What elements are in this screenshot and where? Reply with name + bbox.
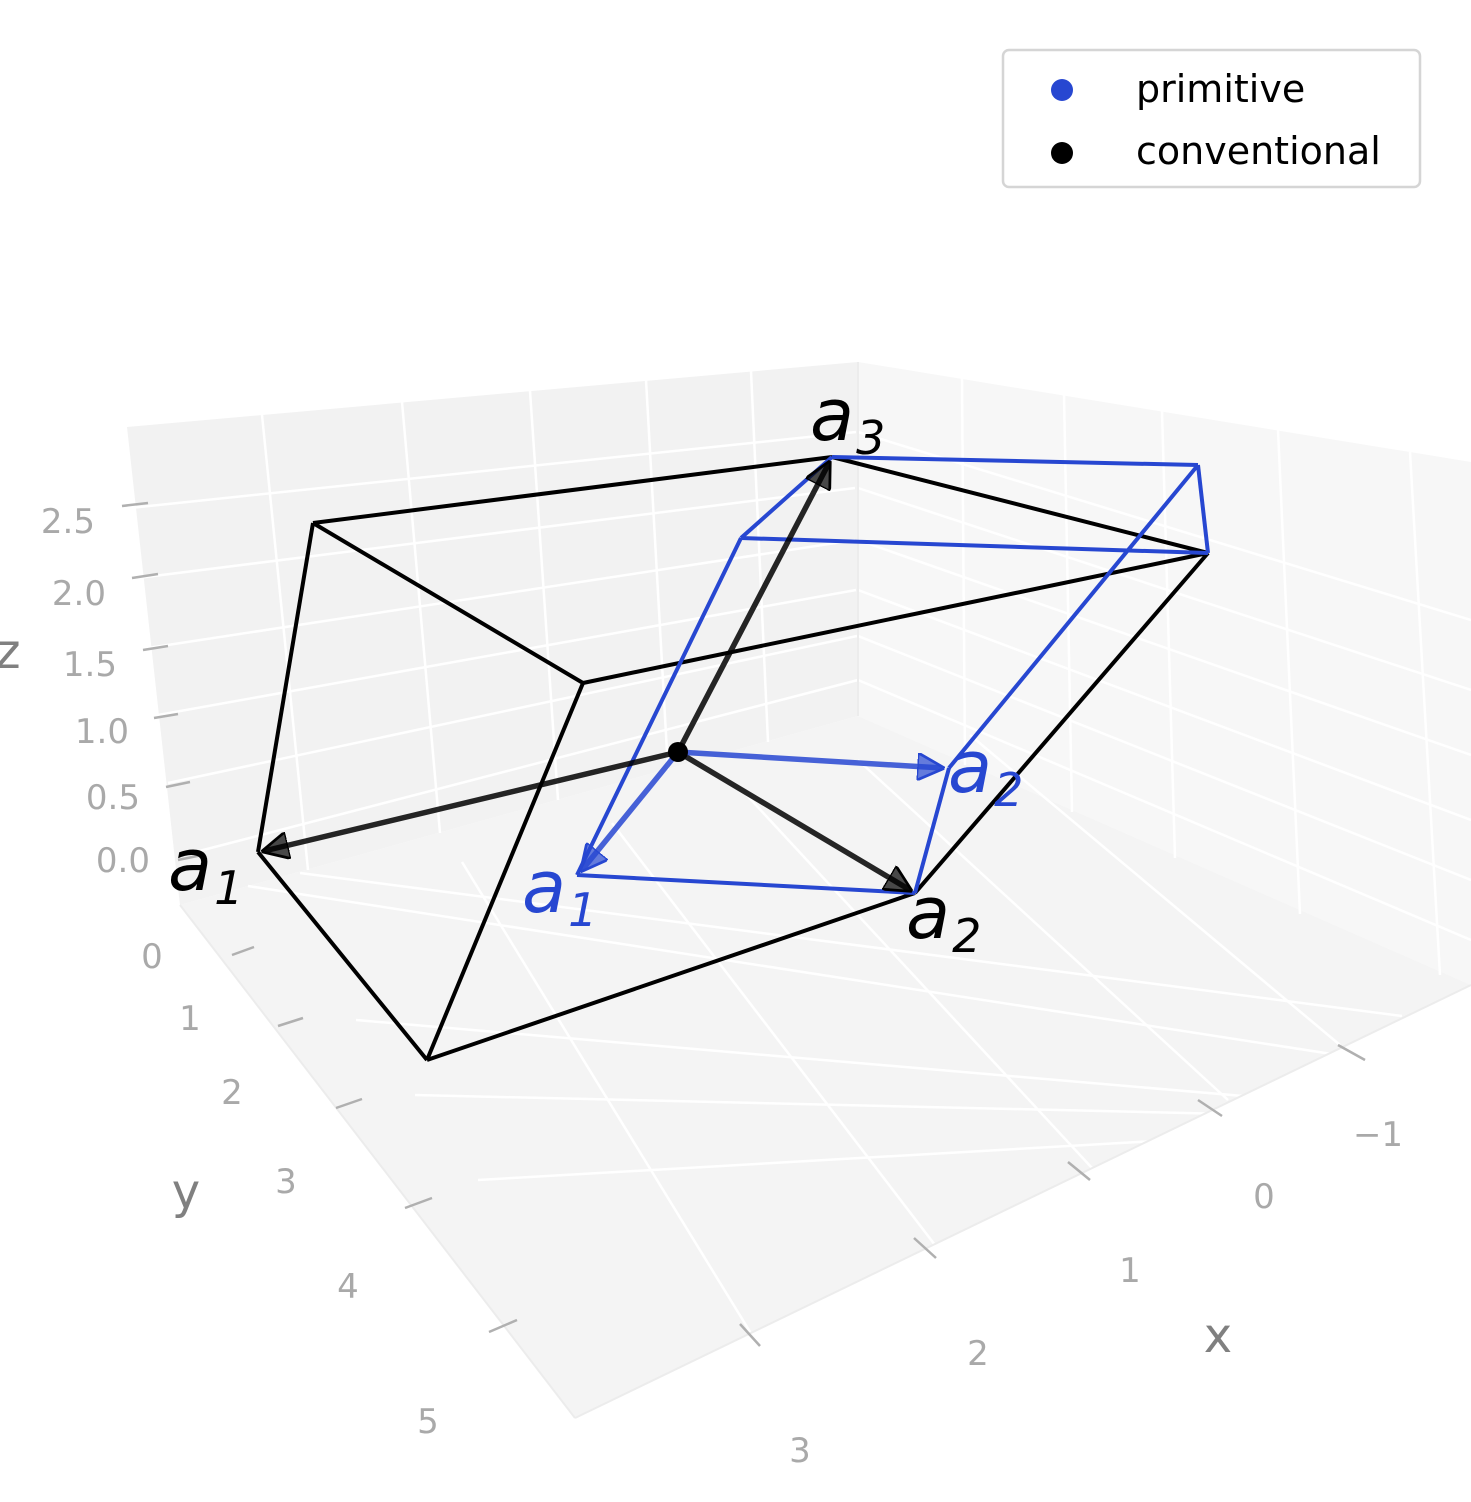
y-axis-label: y [172,1164,200,1220]
back-right-pane [858,362,1471,985]
grid-lines [129,370,1471,1336]
primitive-a1-arrow [582,750,681,870]
legend-marker-primitive [1051,79,1073,101]
primitive-cell-edges [575,455,1210,895]
legend-marker-conventional [1051,142,1073,164]
primitive-vectors [582,749,942,870]
legend: primitive conventional [1001,48,1422,189]
back-left-pane [127,362,858,905]
y-tick-labels: 0 1 2 3 4 5 [141,937,439,1442]
tick-marks [121,501,1366,1347]
x-tick-label: −1 [1353,1115,1403,1155]
legend-label-conventional: conventional [1136,129,1381,173]
floor-pane [180,716,1471,1418]
x-tick-label: 0 [1253,1177,1275,1217]
z-tick-label: 1.5 [63,645,117,685]
z-tick-label: 2.0 [52,574,106,614]
origin-point [668,742,688,762]
z-tick-label: 0.5 [86,778,140,818]
primitive-a2-arrow [677,749,942,768]
y-tick-label: 1 [179,999,201,1039]
y-tick-label: 4 [337,1267,359,1307]
y-tick-label: 3 [275,1162,297,1202]
conventional-a1-arrow [264,749,679,851]
x-tick-label: 3 [789,1431,811,1471]
z-axis-label: z [0,624,21,680]
primitive-a1-label: a1 [522,845,597,937]
y-tick-label: 0 [141,937,163,977]
x-tick-labels: −1 0 1 2 3 [789,1115,1403,1471]
legend-label-primitive: primitive [1136,67,1305,111]
x-axis-label: x [1204,1308,1232,1364]
conventional-a1-label: a1 [168,823,243,915]
legend-box [1001,48,1422,189]
conventional-vectors [264,463,910,890]
z-tick-label: 0.0 [96,841,150,881]
conventional-a3-label: a3 [810,373,885,465]
primitive-a2-label: a2 [948,725,1023,817]
conventional-a2-arrow [676,749,910,890]
z-tick-label: 2.5 [41,502,95,542]
conventional-a2-label: a2 [906,871,981,963]
x-tick-label: 1 [1119,1251,1141,1291]
z-tick-label: 1.0 [75,712,129,752]
y-tick-label: 5 [417,1402,439,1442]
y-tick-label: 2 [221,1073,243,1113]
pane-edges [179,362,1471,1419]
conventional-a3-arrow [675,463,829,754]
z-tick-labels: 2.5 2.0 1.5 1.0 0.5 0.0 [41,502,150,881]
conventional-cell-edges [256,455,1210,1062]
x-tick-label: 2 [967,1334,989,1374]
